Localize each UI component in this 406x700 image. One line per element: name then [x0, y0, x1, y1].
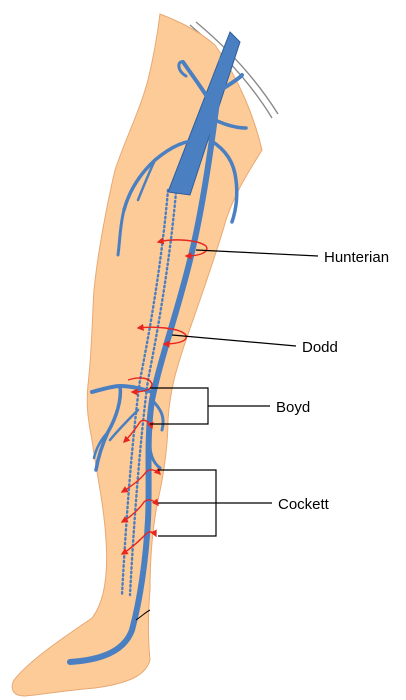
hunterian-label: Hunterian — [324, 249, 389, 266]
boyd-label: Boyd — [276, 399, 310, 416]
cockett-label: Cockett — [278, 496, 330, 513]
dodd-label: Dodd — [302, 339, 338, 356]
